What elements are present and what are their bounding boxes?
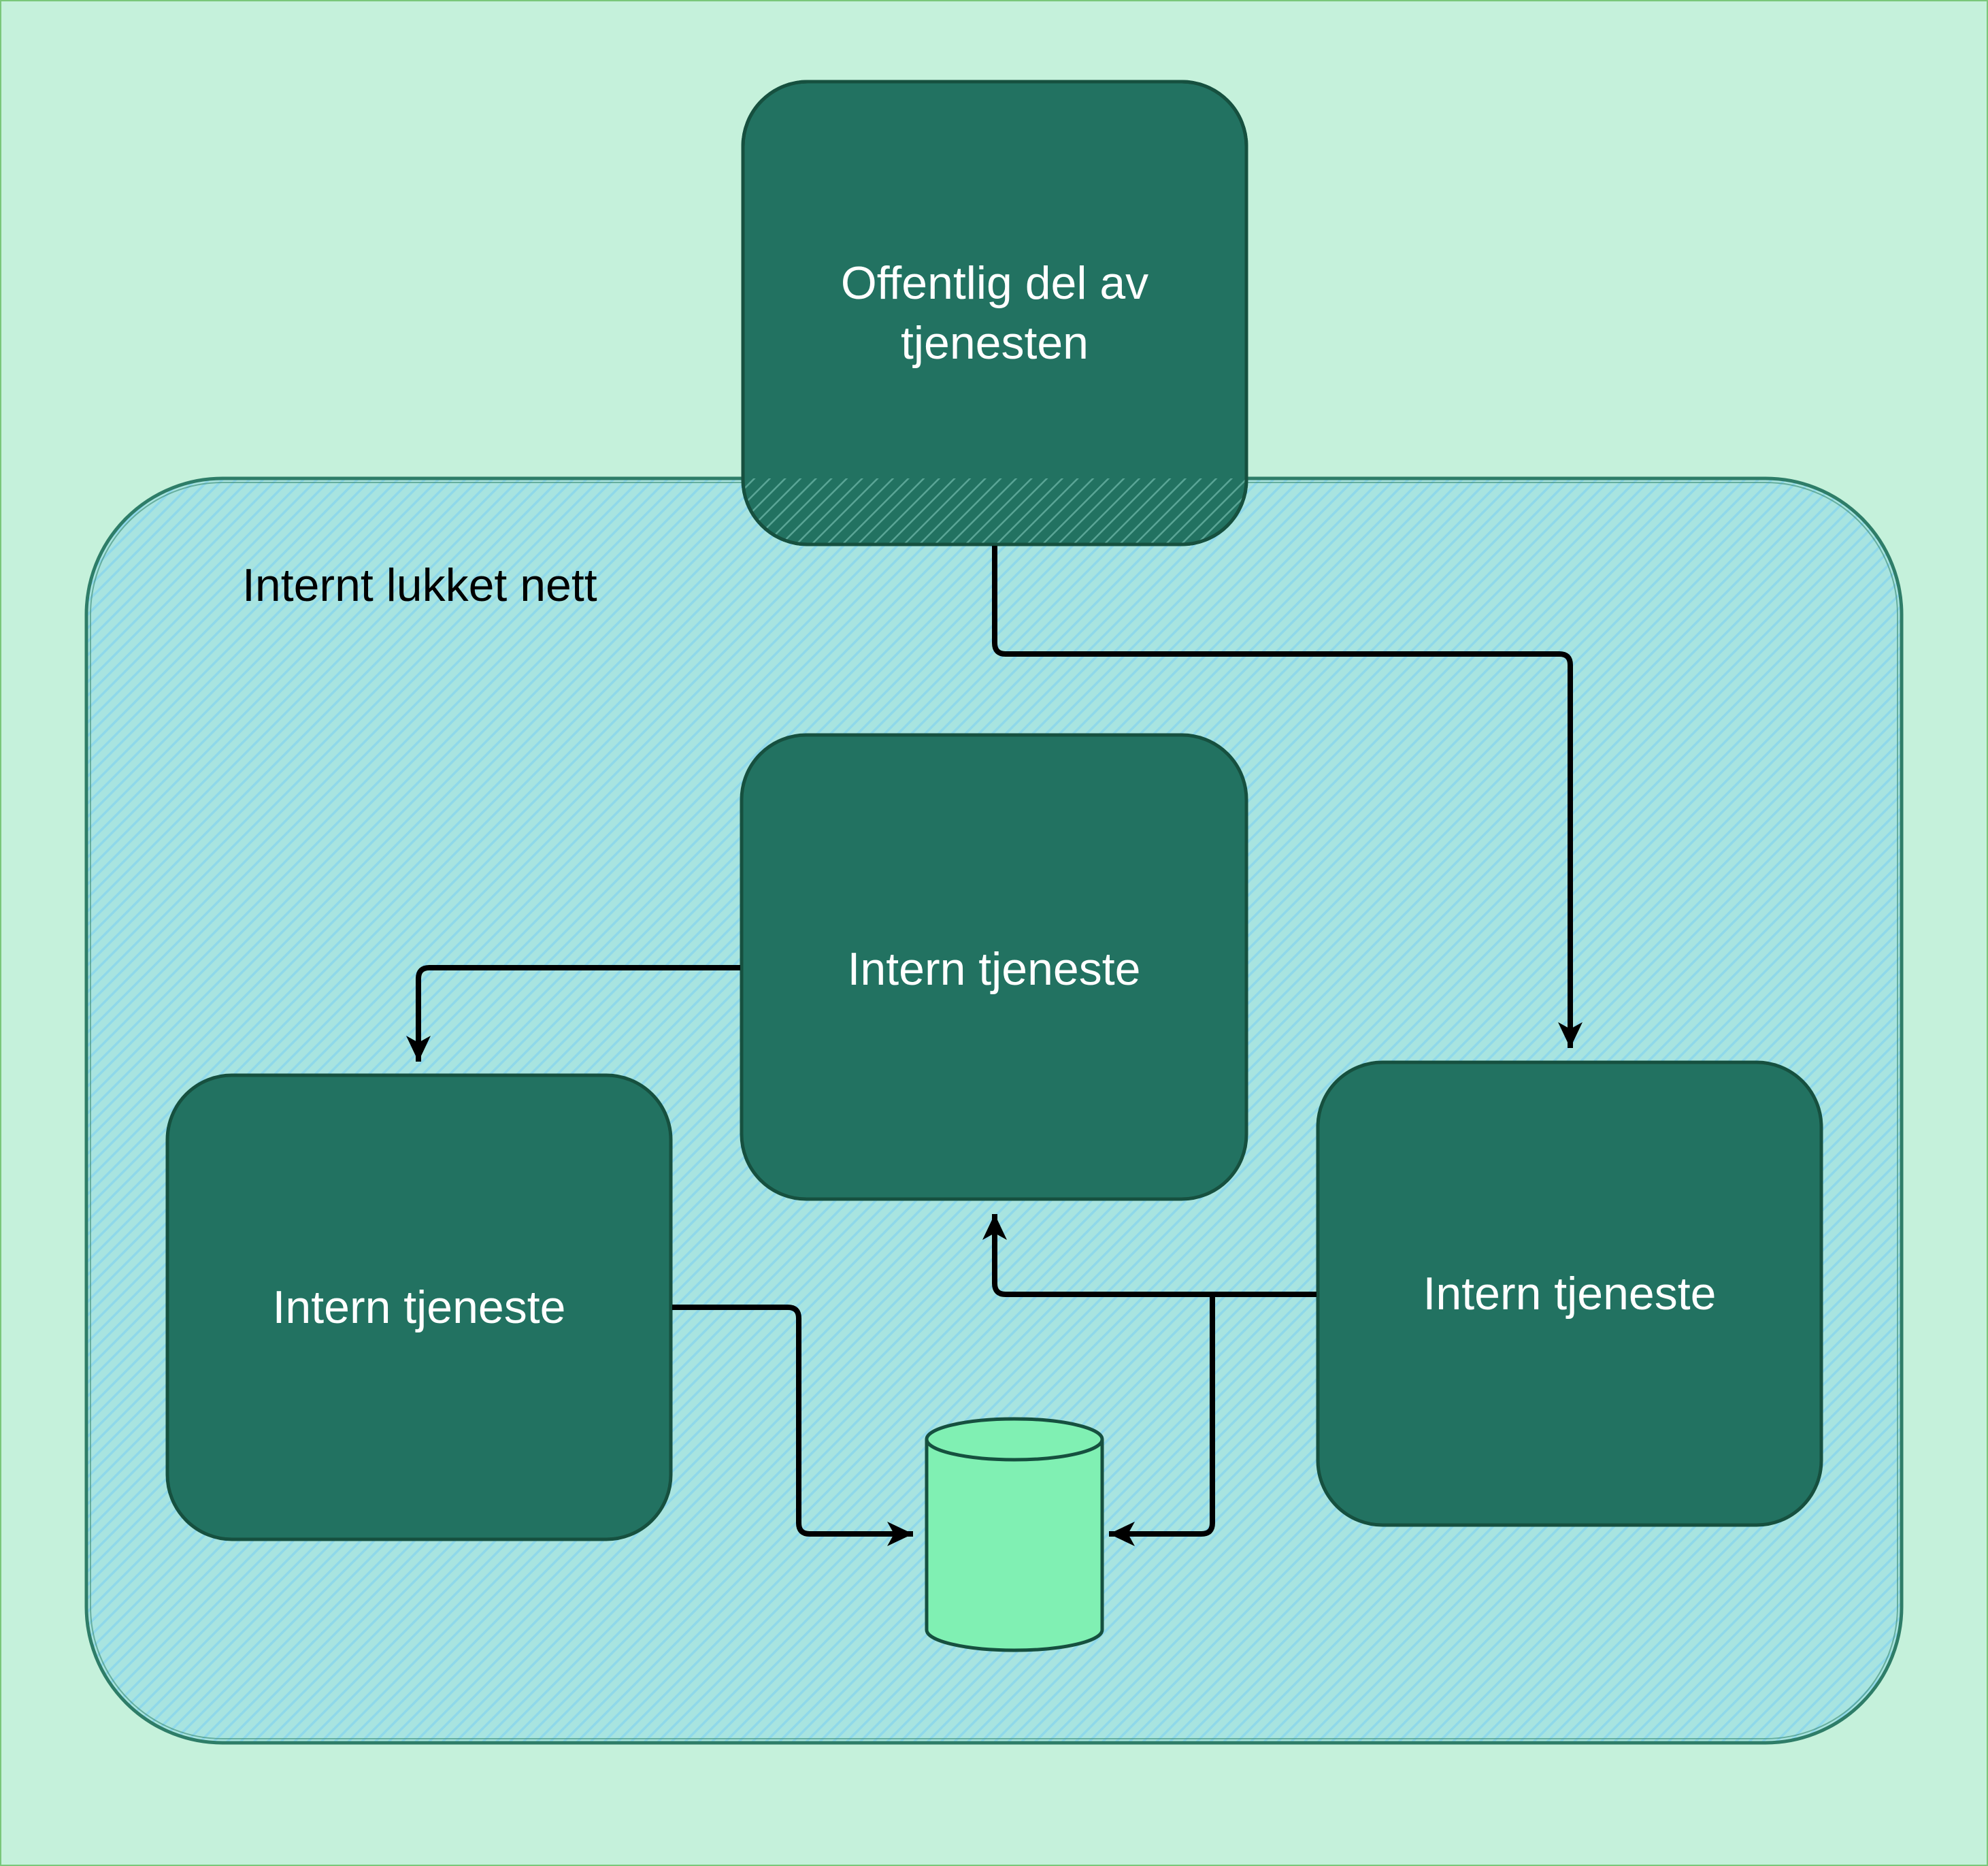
public-service-node[interactable] (741, 80, 1248, 546)
internal-service-left[interactable] (165, 1073, 673, 1541)
edge-right-to-database[interactable] (1109, 1294, 1216, 1546)
internal-service-center[interactable] (740, 733, 1248, 1201)
internal-service-right[interactable] (1316, 1060, 1823, 1527)
edge-public-to-right[interactable] (992, 546, 1583, 1048)
database-icon[interactable] (925, 1417, 1104, 1652)
edge-left-to-database[interactable] (672, 1305, 913, 1546)
internal-network-label: Internt lukket nett (242, 559, 597, 611)
edge-right-to-center[interactable] (982, 1214, 1316, 1297)
edge-center-to-left[interactable] (406, 965, 740, 1062)
